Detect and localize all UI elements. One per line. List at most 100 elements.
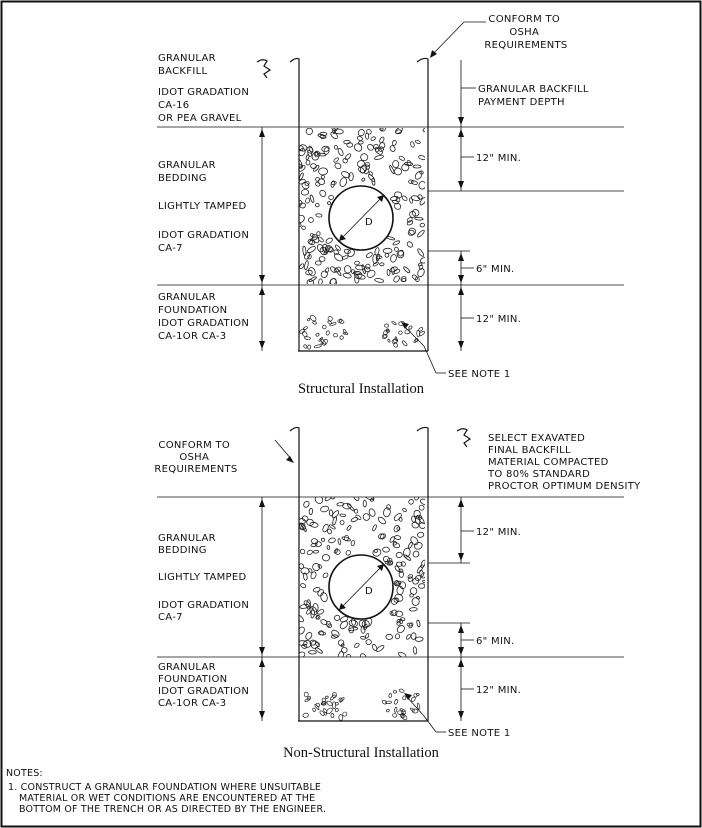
aggregate-stone [379,142,386,149]
aggregate-stone [346,503,355,512]
aggregate-stone [418,264,424,270]
aggregate-stone [375,148,380,153]
aggregate-stone [314,703,320,710]
aggregate-stone [299,164,306,172]
aggregate-stone [383,329,389,336]
aggregate-stone [324,695,329,699]
foundation-aggregate [299,315,425,350]
aggregate-stone [339,697,345,703]
aggregate-stone [396,561,403,567]
aggregate-stone [339,620,348,630]
aggregate-stone [398,330,403,335]
aggregate-stone [331,692,337,699]
aggregate-stone [326,700,333,706]
aggregate-stone [330,266,337,273]
aggregate-stone [397,249,404,257]
aggregate-stone [329,322,337,327]
aggregate-stone [394,167,402,176]
aggregate-stone [373,549,378,554]
aggregate-stone [353,497,360,501]
aggregate-stone [357,129,365,137]
aggregate-stone [325,237,333,244]
aggregate-stone [304,252,310,260]
aggregate-stone [386,708,390,713]
aggregate-stone [305,159,311,166]
aggregate-stone [380,533,386,540]
aggregate-stone [326,545,331,550]
aggregate-stone [364,168,370,175]
aggregate-stone [316,243,325,253]
aggregate-stone [303,572,308,581]
aggregate-stone [313,344,322,349]
aggregate-stone [348,627,359,631]
aggregate-stone [337,639,345,647]
aggregate-stone [332,128,337,135]
aggregate-stone [391,140,397,146]
label-lightly-tamped: LIGHTLY TAMPED [158,201,246,212]
aggregate-stone [299,563,305,570]
aggregate-stone [313,550,319,554]
aggregate-stone [396,250,405,259]
aggregate-stone [417,531,425,538]
aggregate-stone [339,335,344,340]
aggregate-stone [398,688,405,693]
aggregate-stone [391,266,395,275]
aggregate-stone [300,548,306,555]
aggregate-stone [311,151,320,161]
aggregate-stone [379,262,385,267]
aggregate-stone [327,201,332,206]
aggregate-stone [299,263,305,270]
aggregate-stone [388,693,393,698]
aggregate-stone [299,172,304,180]
aggregate-stone [368,508,376,517]
aggregate-stone [358,140,364,145]
aggregate-stone [417,268,425,278]
aggregate-stone [414,636,424,642]
aggregate-stone [312,321,317,325]
aggregate-stone [303,500,310,508]
aggregate-stone [398,516,403,522]
aggregate-stone [392,713,398,718]
aggregate-stone [322,523,329,533]
aggregate-stone [411,597,420,606]
aggregate-stone [334,549,341,555]
aggregate-stone [412,577,420,585]
aggregate-stone [344,153,352,161]
aggregate-stone [307,254,312,260]
label-granular-foundation: GRANULAR FOUNDATION IDOT GRADATION CA-1O… [158,292,253,342]
aggregate-stone [304,336,311,340]
aggregate-stone [302,326,308,331]
aggregate-stone [386,504,391,510]
aggregate-stone [418,504,425,511]
dim-bottom-label: 12" MIN. [476,685,521,696]
aggregate-stone [379,128,384,132]
aggregate-stone [319,189,327,197]
aggregate-stone [389,536,395,543]
aggregate-stone [416,702,421,710]
aggregate-stone [401,163,410,172]
aggregate-stone [419,170,424,175]
aggregate-stone [318,278,323,284]
aggregate-stone [372,254,378,265]
aggregate-stone [330,131,338,139]
aggregate-stone [409,593,414,598]
aggregate-stone [416,619,421,628]
aggregate-stone [401,195,408,202]
aggregate-stone [419,222,425,228]
aggregate-stone [405,634,412,640]
label-idot-ca16: IDOT GRADATION CA-16 OR PEA GRAVEL [158,87,253,124]
aggregate-stone [309,315,317,322]
aggregate-stone [371,644,378,651]
aggregate-stone [395,197,401,203]
aggregate-stone [299,522,306,530]
aggregate-stone [393,342,399,348]
pipe-label: D [365,586,373,597]
aggregate-stone [305,154,310,160]
aggregate-stone [330,694,336,701]
label-granular-bedding: GRANULAR BEDDING [158,160,219,184]
aggregate-stone [343,139,351,145]
aggregate-stone [315,260,322,266]
aggregate-stone [323,712,327,716]
aggregate-stone [304,697,311,702]
aggregate-stone [313,164,320,172]
